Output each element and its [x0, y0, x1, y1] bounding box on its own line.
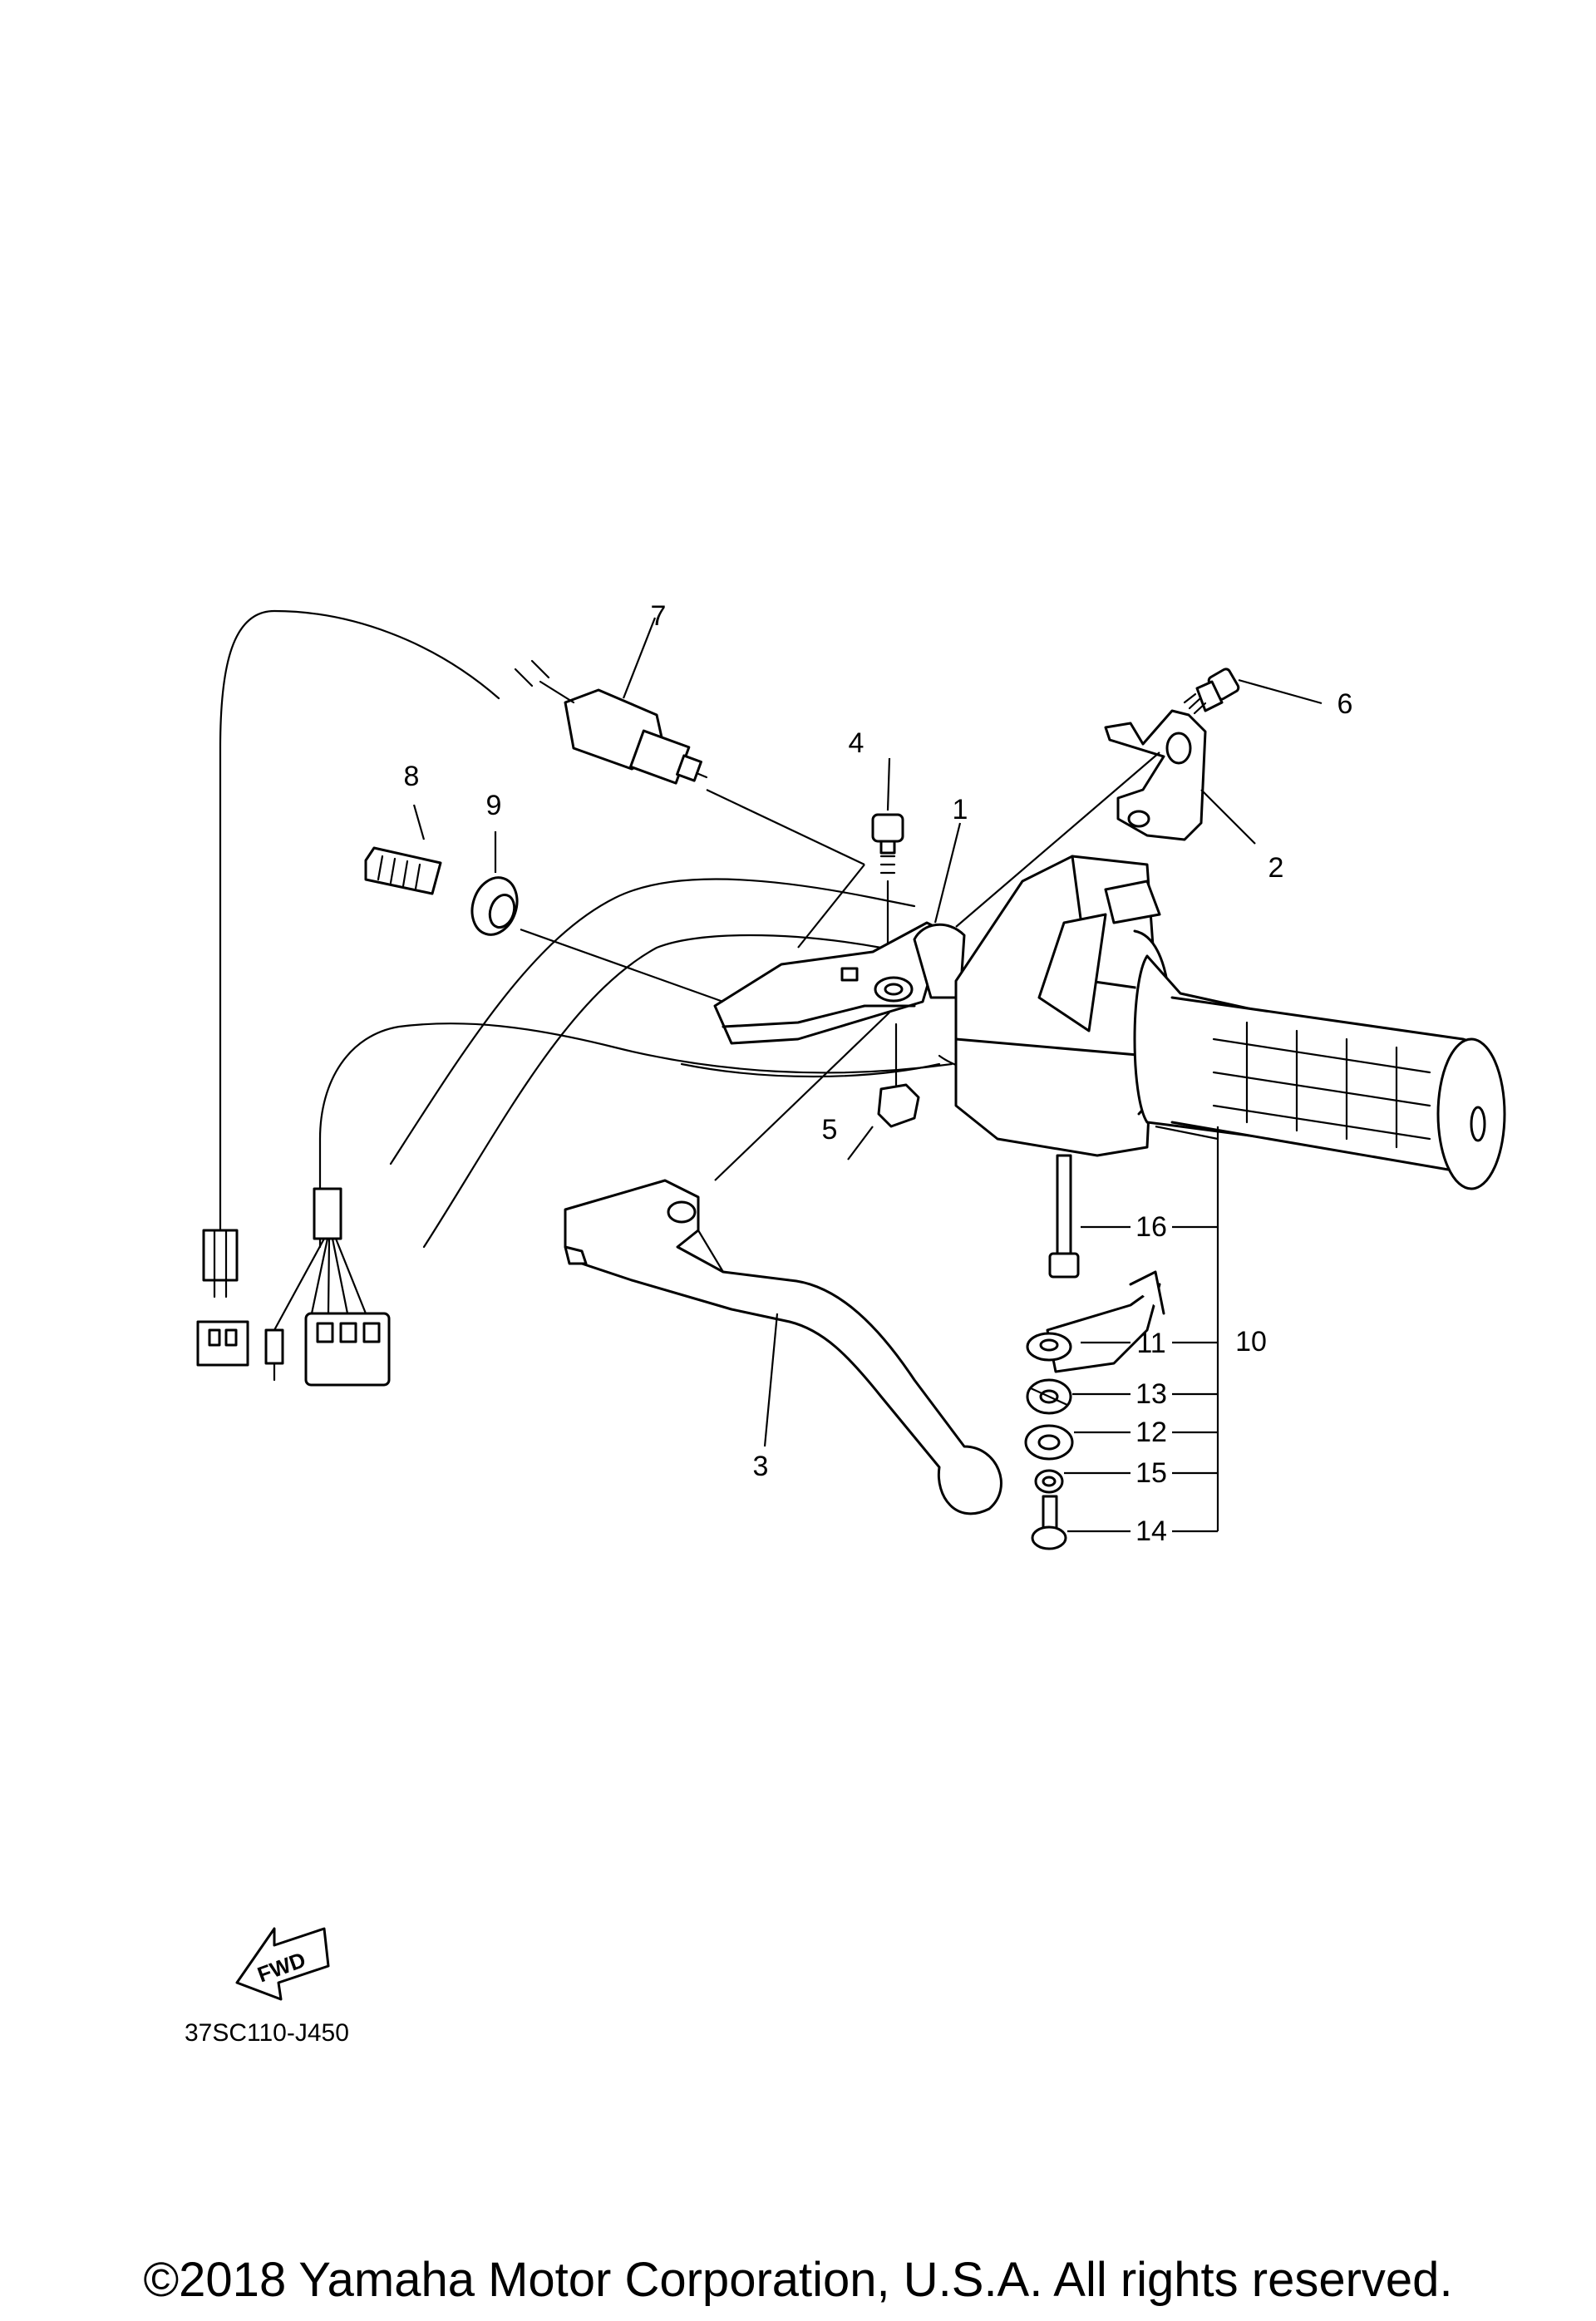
callout-15: 15	[1135, 1457, 1167, 1489]
callout-4: 4	[849, 727, 864, 759]
connector-multi	[264, 1187, 391, 1387]
callout-9: 9	[486, 790, 502, 821]
part-2-clamp	[1104, 709, 1207, 841]
part-11-hot-start-lever	[1026, 1270, 1165, 1373]
callout-labels: 1 2 3 4 5 6 7 8 9 10 11 12 13 14 15 16	[404, 600, 1353, 1547]
connector-2pin	[196, 1229, 249, 1367]
callout-5: 5	[822, 1114, 838, 1146]
callout-3: 3	[753, 1451, 769, 1482]
callout-10: 10	[1235, 1326, 1267, 1358]
leader-lines	[412, 617, 1323, 1533]
callout-2: 2	[1268, 852, 1284, 884]
handle-grip	[1133, 954, 1506, 1190]
copyright-notice: ©2018 Yamaha Motor Corporation, U.S.A. A…	[143, 2253, 1452, 2307]
part-12-washer	[1024, 1424, 1074, 1461]
part-1-lever-holder	[713, 921, 966, 1045]
callout-6: 6	[1337, 688, 1353, 720]
part-3-lever	[564, 1179, 1002, 1515]
part-6-clamp-bolt	[1183, 668, 1240, 715]
callout-13: 13	[1135, 1378, 1167, 1410]
callout-8: 8	[404, 761, 420, 792]
callout-7: 7	[651, 600, 667, 632]
part-9-locknut	[470, 876, 519, 936]
part-16-screw	[1048, 1154, 1080, 1279]
part-8-adjuster-bolt	[364, 846, 442, 895]
wire-harness	[219, 609, 953, 1249]
part-5-nut	[877, 1023, 920, 1128]
part-13-nut	[1026, 1378, 1072, 1415]
fwd-arrow-icon: FWD	[235, 1927, 330, 2001]
diagram-code: 37SC110-J450	[185, 2019, 349, 2047]
callout-16: 16	[1135, 1211, 1167, 1243]
callout-14: 14	[1135, 1515, 1167, 1547]
part-15-spring-washer	[1034, 1469, 1064, 1494]
callout-12: 12	[1135, 1417, 1167, 1448]
part-7-brake-switch	[539, 680, 708, 785]
callout-1: 1	[953, 794, 968, 825]
callout-11: 11	[1136, 1328, 1165, 1359]
part-14-screw	[1031, 1495, 1067, 1550]
